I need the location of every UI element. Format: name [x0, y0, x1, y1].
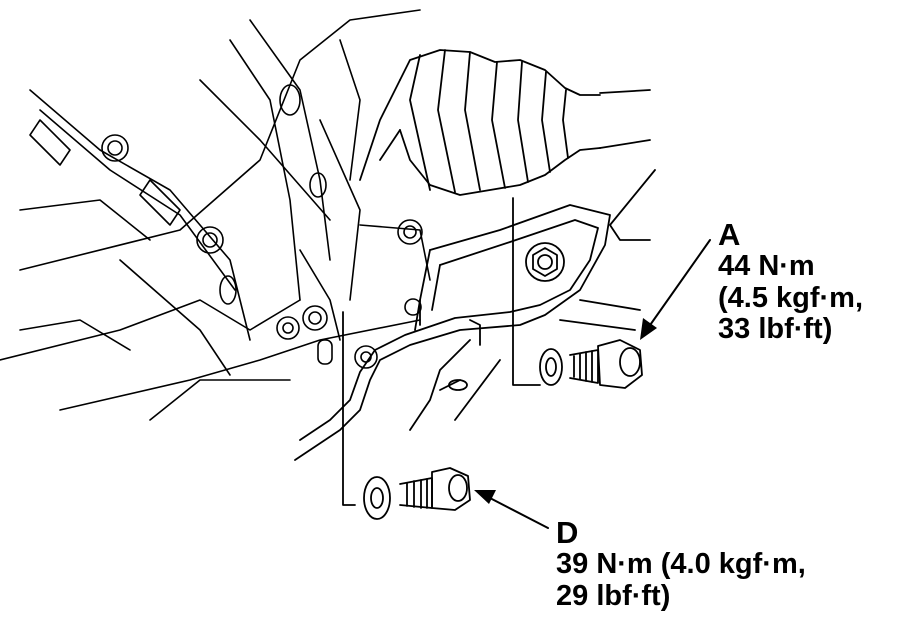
- callout-a-torque-kgf: (4.5 kgf·m,: [718, 281, 864, 314]
- bolt-d: [363, 467, 471, 520]
- leader-arrow-d: [474, 490, 549, 529]
- lower-arm-bracket: [294, 169, 656, 506]
- callout-d-letter: D: [556, 515, 579, 550]
- callout-a: A 44 N·m (4.5 kgf·m, 33 lbf·ft): [718, 218, 863, 345]
- leader-arrow-a: [640, 239, 711, 340]
- cv-boot: [359, 49, 651, 196]
- callout-d-torque-line1: 39 N·m (4.0 kgf·m,: [556, 548, 806, 581]
- bolt-a: [539, 339, 643, 389]
- callout-a-letter: A: [718, 217, 741, 252]
- callout-a-torque-lbf: 33 lbf·ft): [718, 313, 833, 346]
- callout-a-torque-nm: 44 N·m: [718, 250, 815, 283]
- callout-d-torque-line2: 29 lbf·ft): [556, 579, 671, 612]
- callout-d: D 39 N·m (4.0 kgf·m, 29 lbf·ft): [556, 516, 806, 612]
- subframe: [0, 9, 431, 421]
- subframe-bolts: [101, 134, 423, 369]
